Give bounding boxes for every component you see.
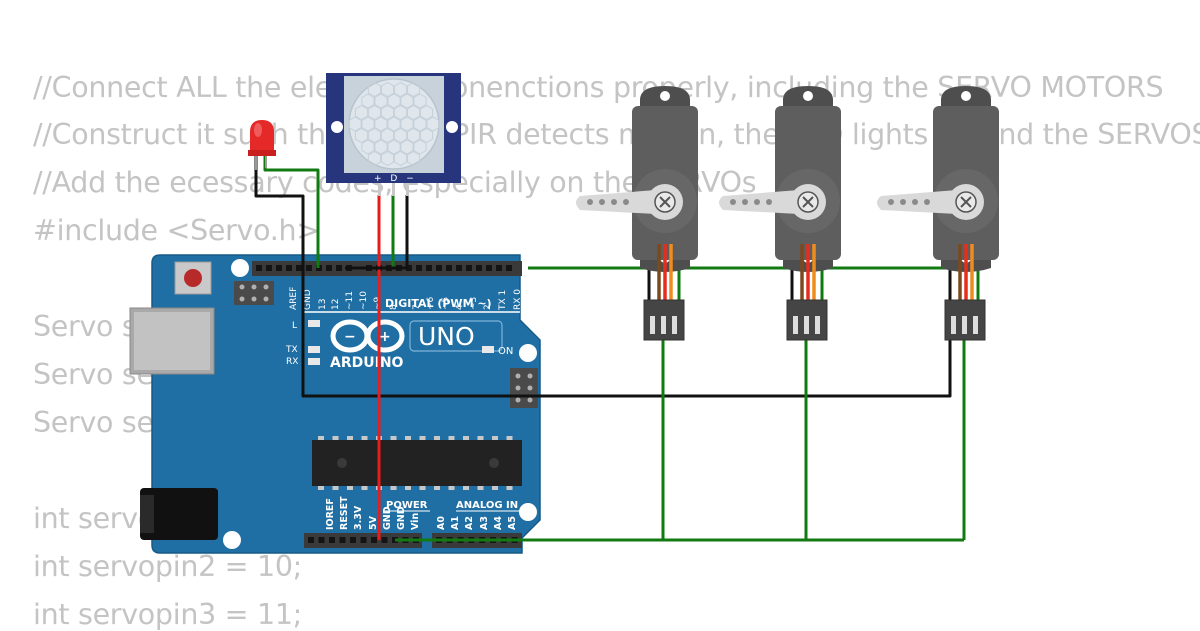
header-pin[interactable]	[308, 537, 314, 543]
power-pin-label: Vin	[410, 513, 421, 530]
power-pin-label: RESET	[339, 496, 350, 530]
icsp-header-usb	[234, 281, 274, 305]
mounting-hole	[231, 259, 249, 277]
power-pin-label: GND	[396, 506, 407, 530]
uno-badge	[409, 320, 503, 352]
header-pin[interactable]	[446, 265, 452, 271]
digital-pin-label: RX 0	[513, 289, 523, 310]
digital-pin-label: 13	[318, 299, 328, 310]
code-line-12: int servopin3 = 11;	[33, 598, 302, 631]
atmega-chip	[312, 436, 522, 490]
icsp-header	[510, 368, 538, 408]
header-pin[interactable]	[456, 265, 462, 271]
power-pin-label: 3.3V	[353, 505, 364, 530]
header-pin[interactable]	[506, 265, 512, 271]
mounting-hole	[519, 503, 537, 521]
mounting-hole	[223, 531, 241, 549]
header-pin[interactable]	[476, 265, 482, 271]
arduino-logo-text: ARDUINO	[330, 355, 404, 371]
header-pin[interactable]	[256, 265, 262, 271]
pir-pin-labels: + D −	[374, 174, 417, 184]
mounting-hole	[519, 344, 537, 362]
wire-pir-gnd[interactable]	[345, 195, 409, 270]
pir-sensor[interactable]: + D −	[326, 73, 461, 196]
analog-pin-label: A1	[450, 516, 461, 530]
header-pin[interactable]	[436, 265, 442, 271]
digital-pin-label: ~10	[359, 291, 369, 310]
l-led	[308, 320, 320, 327]
header-pin[interactable]	[266, 265, 272, 271]
svg-text:−: −	[344, 329, 356, 345]
tx-led	[308, 346, 320, 353]
wire-led-cathode[interactable]	[254, 156, 952, 398]
header-pin[interactable]	[371, 537, 377, 543]
digital-pin-label: AREF	[289, 287, 299, 310]
header-pin[interactable]	[276, 265, 282, 271]
header-pin[interactable]	[329, 537, 335, 543]
power-pin-label: IOREF	[325, 498, 336, 530]
servo-motor-2[interactable]	[719, 86, 841, 341]
rx-led-label: RX	[286, 357, 298, 367]
analog-pin-label: A0	[436, 516, 447, 530]
on-led	[482, 346, 494, 353]
digital-pin-label: GND	[303, 289, 313, 310]
digital-pin-label: 2	[483, 304, 493, 310]
header-pin[interactable]	[406, 265, 412, 271]
power-label: POWER	[386, 500, 428, 511]
digital-pin-label: 12	[331, 299, 341, 310]
header-pin[interactable]	[326, 265, 332, 271]
digital-pin-label: 4	[455, 304, 465, 310]
header-pin[interactable]	[360, 537, 367, 543]
analog-in-label: ANALOG IN	[456, 500, 518, 511]
header-pin[interactable]	[466, 265, 472, 271]
analog-pin-label: A3	[479, 516, 490, 530]
digital-pin-label: ~11	[345, 291, 355, 310]
header-pin[interactable]	[336, 265, 342, 271]
usb-connector	[129, 307, 215, 375]
digital-pin-label: TX 1	[498, 290, 508, 311]
analog-pin-label: A4	[493, 516, 504, 530]
header-pin[interactable]	[286, 265, 292, 271]
code-line-4: #include <Servo.h>	[33, 214, 320, 247]
digital-pin-label: ~3	[469, 297, 479, 310]
digital-pin-label: 7	[412, 304, 422, 310]
header-pin[interactable]	[306, 265, 312, 271]
header-pin[interactable]	[486, 265, 492, 271]
header-pin[interactable]	[496, 265, 502, 271]
header-pin[interactable]	[426, 265, 432, 271]
analog-pin-label: A2	[464, 516, 475, 530]
code-line-11: int servopin2 = 10;	[33, 550, 302, 583]
header-pin[interactable]	[416, 265, 422, 271]
red-led[interactable]	[248, 120, 276, 170]
tx-led-label: TX	[285, 345, 298, 355]
power-pin-label: GND	[382, 506, 393, 530]
digital-pin-label: 8	[389, 304, 399, 310]
rx-led	[308, 358, 320, 365]
header-pin[interactable]	[350, 537, 356, 543]
digital-pwm-label: DIGITAL (PWM ~)	[385, 297, 492, 310]
uno-model-text: UNO	[418, 322, 475, 351]
header-pin[interactable]	[318, 537, 325, 543]
servo-motor-1[interactable]	[576, 86, 698, 341]
power-jack	[140, 488, 218, 540]
header-pin[interactable]	[339, 537, 346, 543]
reset-button[interactable]	[174, 261, 212, 295]
servo-motor-3[interactable]	[877, 86, 999, 341]
header-pin[interactable]	[381, 537, 388, 543]
l-led-label: L	[292, 321, 297, 331]
digital-pin-label: ~6	[426, 296, 436, 310]
power-pin-label: 5V	[368, 515, 379, 530]
arduino-logo: − +	[330, 319, 405, 353]
svg-text:+: +	[379, 329, 391, 345]
analog-pin-label: A5	[507, 516, 518, 530]
wire-led-anode[interactable]	[263, 156, 320, 268]
header-pin[interactable]	[296, 265, 302, 271]
digital-pin-label: ~5	[441, 297, 451, 310]
on-led-label: ON	[498, 346, 513, 357]
